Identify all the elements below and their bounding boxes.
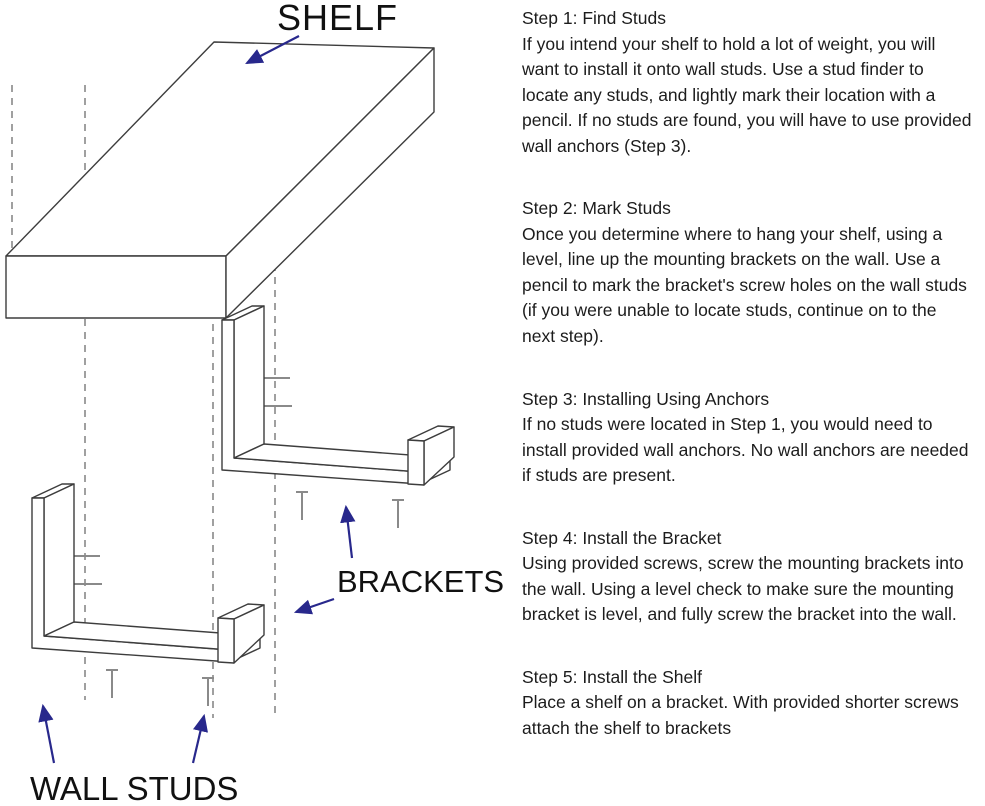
step-1: Step 1: Find Studs If you intend your sh… xyxy=(522,6,974,159)
step-body: Using provided screws, screw the mountin… xyxy=(522,553,969,625)
shelf-installation-diagram: SHELF BRACKETS WALL STUDS xyxy=(5,0,504,806)
step-body: If you intend your shelf to hold a lot o… xyxy=(522,33,977,156)
shelf-drawing xyxy=(5,41,435,319)
step-body: Once you determine where to hang your sh… xyxy=(522,223,972,347)
step-title: Step 4: Install the Bracket xyxy=(522,527,722,548)
lower-bracket xyxy=(31,483,265,707)
brackets-label: BRACKETS xyxy=(337,564,504,599)
step-3: Step 3: Installing Using Anchors If no s… xyxy=(522,387,974,489)
step-title: Step 1: Find Studs xyxy=(522,8,666,28)
step-4: Step 4: Install the Bracket Using provid… xyxy=(522,526,974,628)
step-body: If no studs were located in Step 1, you … xyxy=(522,414,974,486)
wall-studs-arrow-right xyxy=(191,713,208,764)
step-title: Step 2: Mark Studs xyxy=(522,198,671,219)
step-2: Step 2: Mark Studs Once you determine wh… xyxy=(522,196,974,349)
instruction-steps: Step 1: Find Studs If you intend your sh… xyxy=(522,6,974,779)
brackets-arrow-upper xyxy=(340,504,356,559)
wall-studs-arrow-left xyxy=(38,703,56,764)
step-body: Place a shelf on a bracket. With provide… xyxy=(522,692,964,739)
shelf-label: SHELF xyxy=(277,0,398,38)
step-5: Step 5: Install the Shelf Place a shelf … xyxy=(522,665,974,742)
shelf-arrow xyxy=(245,35,300,65)
wall-studs-label: WALL STUDS xyxy=(30,770,238,806)
brackets-arrow-lower xyxy=(293,597,335,615)
step-title: Step 5: Install the Shelf xyxy=(522,666,702,687)
step-title: Step 3: Installing Using Anchors xyxy=(522,388,770,409)
diagram-svg: SHELF BRACKETS WALL STUDS xyxy=(5,0,504,806)
upper-bracket xyxy=(221,305,455,529)
